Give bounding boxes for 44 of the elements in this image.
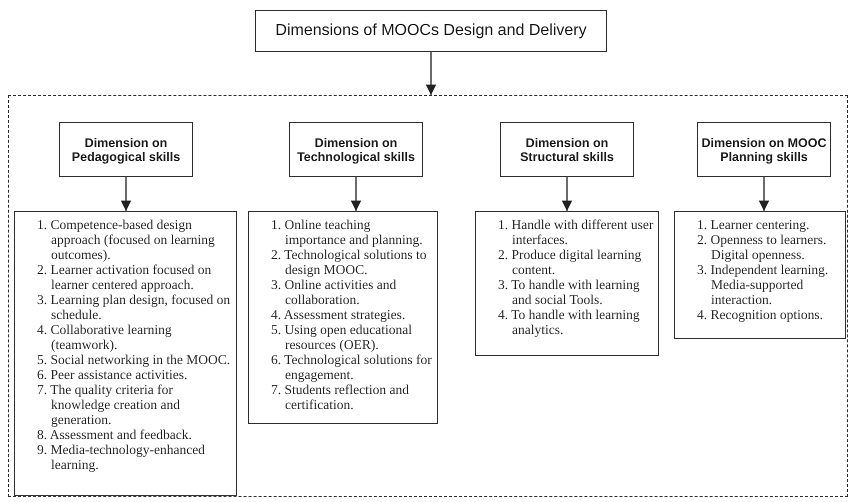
dimension-box: [59, 122, 193, 177]
list-item: 1. Competence-based design approach (focused on learning outcomes).: [37, 217, 216, 262]
skills-list-box: [248, 211, 438, 424]
arrow: [758, 177, 770, 211]
list-item: 1. Learner centering.: [697, 217, 810, 232]
list-item: 1. Handle with different user interfaces.: [498, 217, 654, 247]
skills-list-box: [475, 211, 659, 356]
list-item: 2. Learner activation focused on learner centered approach.: [37, 262, 212, 292]
list-item: 4. Collaborative learning (teamwork).: [37, 322, 173, 352]
list-item: 4. Assessment strategies.: [271, 307, 406, 322]
arrow: [120, 177, 132, 211]
skills-list-box: [674, 211, 846, 339]
list-item: 3. Learning plan design, focused on schedule.: [37, 292, 232, 322]
arrow: [350, 177, 362, 211]
list-item: 2. Technological solutions to design MOOC.: [271, 247, 428, 277]
list-item: 2. Openness to learners. Digital openness.: [697, 232, 828, 262]
list-item: 6. Peer assistance activities.: [37, 367, 188, 382]
arrow: [562, 177, 572, 211]
node-label: Dimensions of MOOCs Design and Delivery: [275, 22, 587, 40]
dimension-box: [500, 122, 634, 177]
list-item: 3. Independent learning. Media-supported interaction.: [697, 262, 830, 307]
list-item: 1. Online teaching importance and planning.: [271, 217, 424, 247]
dimension-box: [289, 122, 423, 177]
list-item: 2. Produce digital learning content.: [498, 247, 642, 277]
list-item: 4. To handle with learning analytics.: [498, 307, 641, 337]
arrow: [426, 52, 436, 95]
list-item: 3. Online activities and collaboration.: [271, 277, 398, 307]
dashed-group-frame: [8, 95, 848, 497]
dimension-box: [697, 122, 831, 177]
list-item: 6. Technological solutions for engagement.: [271, 352, 433, 382]
list-item: 5. Social networking in the MOOC.: [37, 352, 232, 367]
list-item: 7. Students reflection and certification.: [271, 382, 410, 412]
dimension-heading: Dimension on Pedagogical skills: [70, 136, 182, 164]
dimension-heading: Dimension on Technological skills: [296, 136, 416, 164]
list-item: 8. Assessment and feedback.: [37, 427, 193, 442]
list-item: 4. Recognition options.: [697, 307, 824, 322]
title-box: [255, 10, 607, 52]
list-item: 9. Media-technology-enhanced learning.: [37, 442, 206, 472]
list-item: 7. The quality criteria for knowledge creation and generation.: [37, 382, 181, 427]
list-item: 3. To handle with learning and social Tools.: [498, 277, 641, 307]
list-item: 5. Using open educational resources (OER).: [271, 322, 413, 352]
skills-list-box: [14, 211, 237, 496]
dimension-heading: Dimension on Structural skills: [519, 136, 615, 164]
dimension-heading: Dimension on MOOC Planning skills: [701, 136, 827, 164]
